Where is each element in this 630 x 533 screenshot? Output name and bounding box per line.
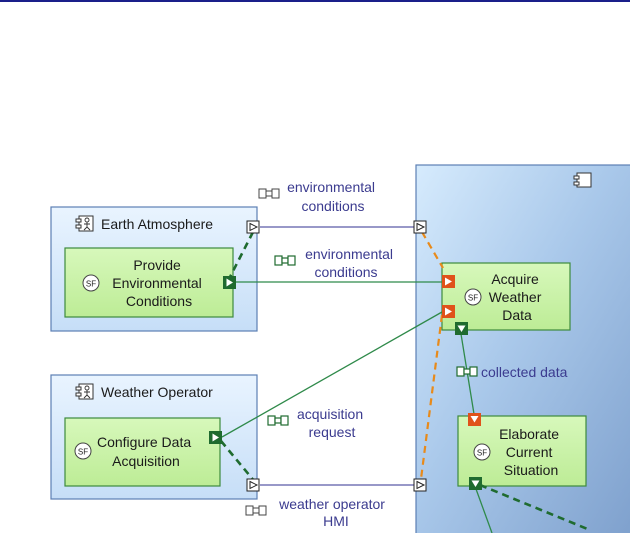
function-label: Configure Data Acquisition: [97, 434, 195, 469]
function-label: Provide Environmental Conditions: [112, 257, 205, 309]
component-port-icon[interactable]: [246, 220, 260, 234]
functional-exchange-line[interactable]: [221, 311, 443, 438]
function-input-port-icon[interactable]: [468, 413, 481, 426]
function-label: Acquire Weather Data: [489, 271, 546, 323]
function-output-port-icon[interactable]: [223, 276, 236, 289]
component-allocation-dashed-line: [419, 314, 444, 480]
exchange-label-collected-data[interactable]: collected data: [481, 364, 568, 380]
function-output-port-icon[interactable]: [469, 477, 482, 490]
function-input-port-icon[interactable]: [442, 275, 455, 288]
component-port-icon[interactable]: [413, 478, 427, 492]
exchange-item-icon: [274, 255, 296, 266]
exchange-label-environmental-conditions[interactable]: environmental conditions: [305, 246, 397, 280]
exchange-item-icon: [267, 415, 289, 426]
actor-weather-operator-label: Weather Operator: [101, 384, 213, 400]
function-output-port-icon[interactable]: [209, 431, 222, 444]
exchange-label-acquisition-request[interactable]: acquisition request: [297, 406, 367, 440]
allocation-dashed-line: [219, 440, 257, 483]
function-output-port-icon[interactable]: [455, 322, 468, 335]
allocation-dashed-line: [479, 483, 591, 532]
top-border: [0, 0, 630, 2]
function-label: Elaborate Current Situation: [499, 426, 563, 478]
actor-earth-atmosphere-label: Earth Atmosphere: [101, 216, 213, 232]
function-input-port-icon[interactable]: [442, 305, 455, 318]
allocation-dashed-line: [228, 231, 255, 278]
actor-icon: [75, 383, 94, 400]
sf-badge-text: SF: [468, 294, 478, 303]
exchange-item-icon: [245, 505, 267, 516]
function-acquire-weather-data[interactable]: [441, 262, 571, 331]
functional-exchange-line[interactable]: [475, 488, 493, 533]
sf-badge-icon: SF: [473, 443, 491, 461]
component-port-icon[interactable]: [413, 220, 427, 234]
actor-icon: [75, 215, 94, 232]
sf-badge-text: SF: [78, 448, 88, 457]
component-icon: [573, 172, 592, 188]
sf-badge-text: SF: [86, 280, 96, 289]
sf-badge-icon: SF: [464, 288, 482, 306]
sf-badge-icon: SF: [82, 274, 100, 292]
exchange-item-icon: [456, 366, 478, 377]
sf-badge-text: SF: [477, 449, 487, 458]
sf-badge-icon: SF: [74, 442, 92, 460]
component-allocation-dashed-line: [421, 231, 444, 269]
exchange-label-weather-operator-hmi[interactable]: weather operator HMI: [278, 496, 389, 529]
exchange-item-icon: [258, 188, 280, 199]
component-port-icon[interactable]: [246, 478, 260, 492]
exchange-label-environmental-conditions[interactable]: environmental conditions: [287, 179, 379, 214]
